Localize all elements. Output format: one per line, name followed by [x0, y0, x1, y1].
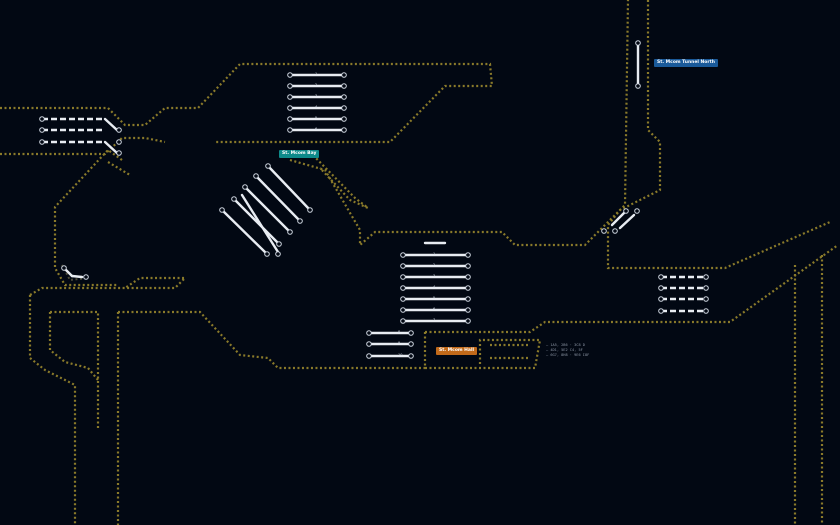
track-segment: [289, 0, 630, 248]
route-legend-line: — 4D1, 5E2 C4, 5F: [546, 348, 583, 353]
platform-number: 6: [433, 307, 436, 311]
track-segment: [0, 136, 166, 156]
platform-number: 10: [398, 353, 403, 357]
platform-group-switch: [601, 208, 640, 234]
track-segment: [309, 151, 369, 210]
track-segment: [425, 338, 542, 370]
track-segment: [28, 295, 77, 525]
track-segment: [490, 343, 528, 360]
route-legend-line: — 1A5, 2B6 · 3C8 D: [546, 343, 585, 347]
track-segment: [48, 312, 99, 381]
platform-group-stub: [61, 265, 89, 280]
platform-number: 8: [398, 330, 401, 334]
platform-group-diagonal: [219, 163, 313, 257]
platform-group-upper-right: [635, 40, 641, 89]
platform-number: 1: [433, 252, 436, 256]
platform-group-center: [400, 241, 471, 324]
station-label-center-depot[interactable]: St. Mcom Hall: [436, 347, 478, 355]
track-segment: [0, 62, 494, 144]
platform-number: 4: [315, 105, 318, 109]
platform-number: 6: [315, 127, 318, 131]
platform-number: 2: [315, 83, 318, 87]
platform-number: 2: [433, 263, 436, 267]
track-segment: [425, 244, 839, 334]
platform-number: 4: [433, 285, 436, 289]
platform-number: 3: [433, 274, 436, 278]
track-segment: [53, 148, 123, 287]
platform-number: 9: [398, 341, 401, 345]
track-segment: [29, 276, 188, 296]
platform-group-side: [366, 330, 414, 359]
platform-group-upper-left: [39, 116, 122, 156]
platform-number: 3: [315, 94, 318, 98]
track-segment: [606, 0, 831, 270]
platform-number: 7: [433, 318, 436, 322]
platform-group-right: [658, 274, 709, 314]
track-segment: [50, 310, 100, 430]
station-label-upper-center[interactable]: St. Mcom Bay: [279, 150, 320, 158]
platform-number: 5: [315, 116, 318, 120]
route-legend: — 1A5, 2B6 · 3C8 D — 4D1, 5E2 C4, 5F — 6…: [546, 343, 589, 359]
station-label-upper-right[interactable]: St. Mcom Tunnel North: [654, 59, 718, 67]
platform-group-upper-center: [287, 72, 347, 133]
track-segment: [107, 161, 131, 176]
platform-number: 1: [315, 72, 318, 76]
platform-number: 5: [433, 296, 436, 300]
route-legend-line: — 6G7, 8H8 · 9E6 I8F: [546, 353, 590, 358]
track-segment: [118, 310, 425, 370]
